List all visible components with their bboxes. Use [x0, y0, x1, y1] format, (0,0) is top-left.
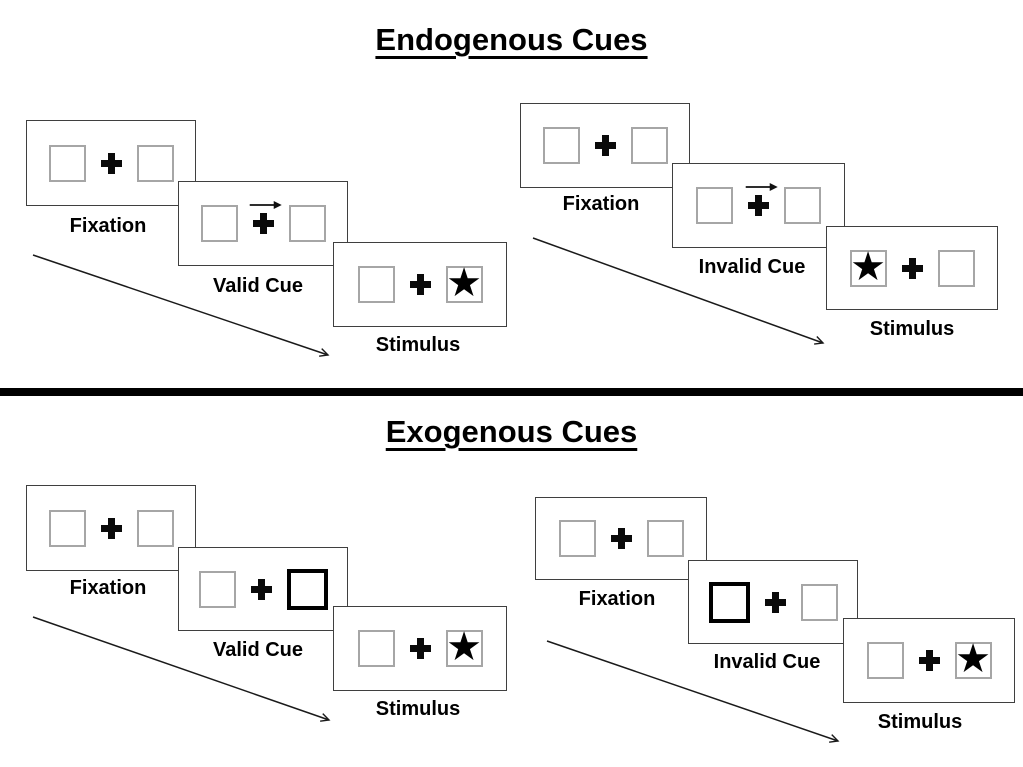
target-star-icon: ★: [446, 624, 482, 670]
fixation-cross-icon: [610, 528, 632, 549]
left-box: [357, 266, 395, 303]
right-box: [288, 205, 326, 242]
left-box: [357, 630, 395, 667]
left-box: [48, 144, 86, 182]
left-box: [558, 520, 596, 557]
right-box: [136, 144, 174, 182]
panel-stimulus: ★: [333, 606, 507, 691]
timeline-arrow-icon: [546, 640, 840, 743]
left-box: [198, 570, 236, 608]
fixation-cross-icon: [250, 578, 272, 600]
target-star-icon: ★: [850, 243, 886, 290]
fixation-cross-icon: [918, 650, 940, 671]
panel-label: Stimulus: [375, 334, 461, 356]
right-box: [630, 127, 668, 164]
section-title-endogenous: Endogenous Cues: [375, 22, 648, 57]
target-star-icon: ★: [955, 636, 991, 682]
panel-stimulus: ★: [843, 618, 1015, 703]
panel-stimulus: ★: [333, 242, 507, 327]
left-box: [48, 509, 86, 547]
section-title-exogenous: Exogenous Cues: [385, 414, 638, 449]
panel-label: Stimulus: [877, 711, 963, 733]
section-divider: [0, 388, 1023, 396]
panel-valid-cue: [178, 547, 348, 631]
fixation-cross-icon: [100, 152, 122, 174]
timeline-arrow-icon: [532, 237, 825, 345]
panel-label: Fixation: [69, 215, 147, 237]
timeline-arrow-icon: [32, 254, 330, 357]
panel-label: Stimulus: [375, 698, 461, 720]
right-box: ★: [445, 260, 483, 306]
panel-fixation: [26, 120, 196, 206]
thick-cue-box: [708, 581, 750, 623]
right-box: [784, 187, 821, 224]
thick-cue-box: [286, 568, 328, 610]
panel-label: Invalid Cue: [698, 256, 806, 278]
panel-valid-cue: [178, 181, 348, 266]
right-box: ★: [445, 624, 483, 670]
panel-label: Fixation: [562, 193, 640, 215]
fixation-cross-icon: [764, 591, 786, 613]
panel-invalid-cue: [688, 560, 858, 644]
panel-label: Fixation: [578, 588, 656, 610]
fixation-cross-icon: [901, 257, 923, 279]
panel-label: Invalid Cue: [713, 651, 821, 673]
left-box: [542, 127, 580, 164]
cue-arrow-icon: [249, 201, 282, 209]
panel-fixation: [26, 485, 196, 571]
panel-fixation: [520, 103, 690, 188]
fixation-cross-icon: [594, 135, 616, 156]
left-box: ★: [849, 243, 887, 290]
fixation-cross-icon: [252, 213, 274, 234]
timeline-arrow-icon: [32, 616, 331, 722]
right-box: ★: [954, 636, 992, 682]
target-star-icon: ★: [446, 260, 482, 306]
left-box: [200, 205, 238, 242]
fixation-cross-icon: [409, 274, 431, 295]
right-box: [646, 520, 684, 557]
fixation-cross-icon: [100, 517, 122, 539]
panel-invalid-cue: [672, 163, 845, 248]
cue-arrow-icon: [745, 183, 778, 191]
panel-label: Stimulus: [869, 318, 955, 340]
right-box: [800, 583, 838, 621]
left-box: [696, 187, 733, 224]
panel-fixation: [535, 497, 707, 580]
panel-stimulus: ★: [826, 226, 998, 310]
fixation-cross-icon: [748, 195, 769, 216]
panel-label: Valid Cue: [212, 639, 304, 661]
fixation-cross-icon: [409, 638, 431, 659]
panel-label: Fixation: [69, 577, 147, 599]
right-box: [937, 249, 975, 287]
left-box: [866, 642, 904, 679]
panel-label: Valid Cue: [212, 275, 304, 297]
right-box: [136, 509, 174, 547]
